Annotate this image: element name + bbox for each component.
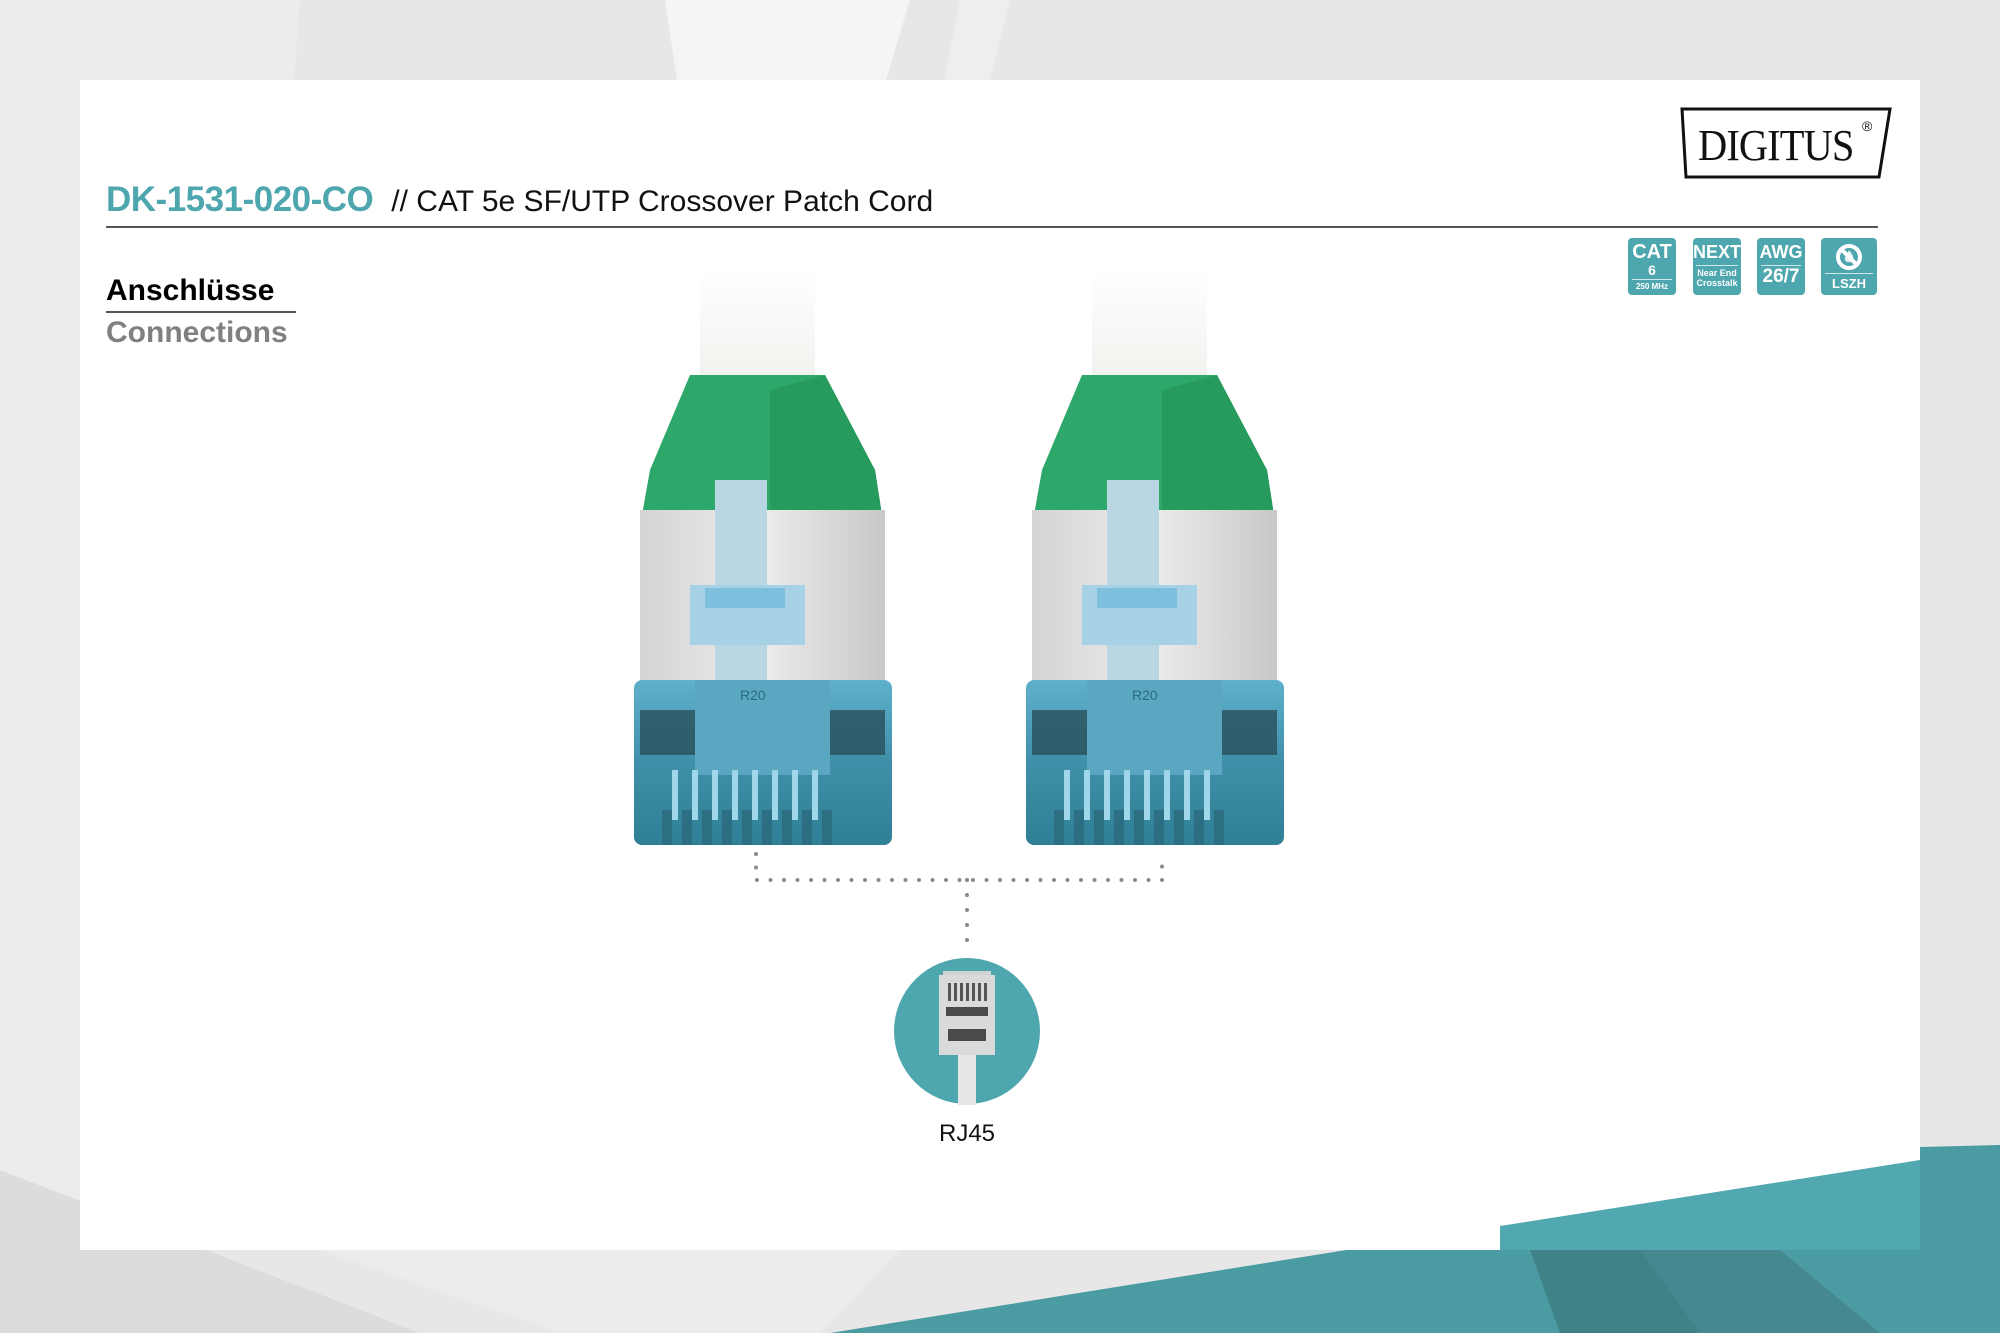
connector-label: RJ45 bbox=[938, 1120, 996, 1147]
badge-awg: AWG 26/7 bbox=[1757, 238, 1805, 295]
photo-marking: R20 bbox=[740, 687, 766, 703]
badge-next: NEXT Near End Crosstalk bbox=[1693, 238, 1741, 295]
connector-photo-right: R20 bbox=[1026, 270, 1284, 845]
section-title-underline bbox=[106, 311, 296, 313]
badge-next-line2: Crosstalk bbox=[1696, 278, 1738, 288]
badge-cat-label: CAT bbox=[1632, 241, 1672, 263]
badge-awg-value: 26/7 bbox=[1761, 265, 1801, 287]
product-sku: DK-1531-020-CO bbox=[106, 180, 374, 219]
registered-mark: ® bbox=[1862, 118, 1873, 134]
rj45-plug-icon bbox=[894, 958, 1040, 1105]
no-fire-icon bbox=[1836, 244, 1862, 270]
header-divider bbox=[106, 226, 1878, 228]
badge-lszh: LSZH bbox=[1821, 238, 1877, 295]
section-title-english: Connections bbox=[106, 316, 288, 349]
badge-cat6: CAT 6 250 MHz bbox=[1628, 238, 1676, 295]
badge-awg-label: AWG bbox=[1759, 242, 1803, 262]
badge-next-subtitle: Near End Crosstalk bbox=[1696, 265, 1738, 288]
product-description: // CAT 5e SF/UTP Crossover Patch Cord bbox=[391, 185, 934, 218]
page-title: DK-1531-020-CO // CAT 5e SF/UTP Crossover… bbox=[106, 180, 933, 220]
badge-cat-frequency: 250 MHz bbox=[1632, 279, 1672, 292]
badge-cat-value: 6 bbox=[1648, 262, 1656, 278]
dotted-connector-bracket bbox=[754, 852, 1164, 948]
connector-photo-left: R20 bbox=[634, 270, 892, 845]
badge-next-label: NEXT bbox=[1693, 242, 1742, 262]
badge-next-line1: Near End bbox=[1697, 268, 1737, 278]
badge-lszh-label: LSZH bbox=[1825, 273, 1873, 291]
brand-name: DIGITUS bbox=[1698, 121, 1854, 170]
section-title-german: Anschlüsse bbox=[106, 274, 275, 307]
photo-marking: R20 bbox=[1132, 687, 1158, 703]
brand-logo: DIGITUS ® bbox=[1680, 106, 1892, 180]
